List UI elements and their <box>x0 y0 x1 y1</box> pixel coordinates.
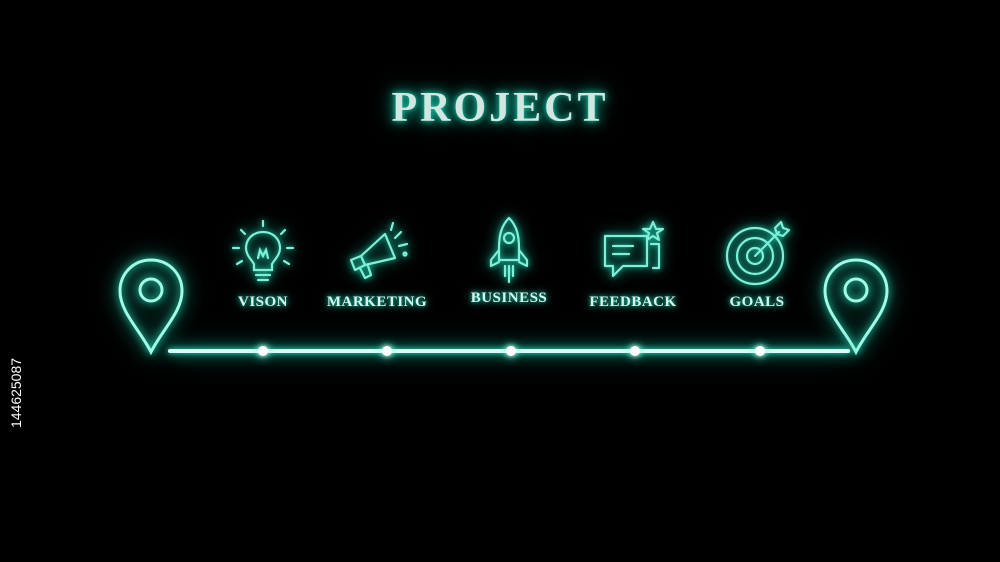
megaphone-icon <box>341 218 413 290</box>
step-vison: VISON <box>198 218 328 311</box>
timeline-dot-business <box>506 346 516 356</box>
timeline-dot-vison <box>258 346 268 356</box>
end-location-pin-icon <box>821 256 891 356</box>
page-title: PROJECT <box>391 85 609 131</box>
step-label: BUSINESS <box>470 290 548 306</box>
stock-id-watermark: 144625087 <box>4 318 28 468</box>
timeline-dot-goals <box>755 346 765 356</box>
step-marketing: MARKETING <box>312 218 442 311</box>
step-business: BUSINESS <box>444 214 574 307</box>
rocket-icon <box>473 214 545 286</box>
chat-star-icon <box>597 218 669 290</box>
lightbulb-icon <box>227 218 299 290</box>
step-feedback: FEEDBACK <box>568 218 698 311</box>
timeline-dot-feedback <box>630 346 640 356</box>
step-label: VISON <box>237 294 288 310</box>
step-label: GOALS <box>729 294 785 310</box>
step-label: FEEDBACK <box>589 294 677 310</box>
target-icon <box>721 218 793 290</box>
stock-id-text: 144625087 <box>8 357 24 429</box>
step-goals: GOALS <box>692 218 822 311</box>
timeline-dot-marketing <box>382 346 392 356</box>
step-label: MARKETING <box>326 294 428 310</box>
start-location-pin-icon <box>116 256 186 356</box>
